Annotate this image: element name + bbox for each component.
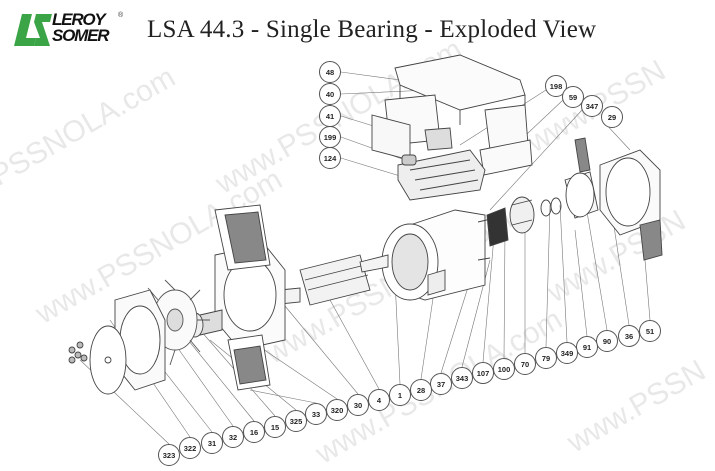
callout-4[interactable]: 4 xyxy=(368,389,390,411)
callout-349[interactable]: 349 xyxy=(556,342,578,364)
callout-29[interactable]: 29 xyxy=(601,106,623,128)
callout-79[interactable]: 79 xyxy=(535,347,557,369)
registered-mark: ® xyxy=(118,12,124,19)
callout-33[interactable]: 33 xyxy=(305,403,327,425)
callout-16[interactable]: 16 xyxy=(243,421,265,443)
callout-91[interactable]: 91 xyxy=(576,336,598,358)
callout-41[interactable]: 41 xyxy=(319,105,341,127)
callout-28[interactable]: 28 xyxy=(410,379,432,401)
callout-36[interactable]: 36 xyxy=(618,325,640,347)
callout-32[interactable]: 32 xyxy=(222,426,244,448)
callout-37[interactable]: 37 xyxy=(430,373,452,395)
callout-198[interactable]: 198 xyxy=(545,75,567,97)
callout-325[interactable]: 325 xyxy=(285,410,307,432)
callout-51[interactable]: 51 xyxy=(639,320,661,342)
page-title: LSA 44.3 - Single Bearing - Exploded Vie… xyxy=(147,16,597,43)
callout-320[interactable]: 320 xyxy=(326,399,348,421)
brand-line-1: LEROY xyxy=(52,10,106,29)
callout-90[interactable]: 90 xyxy=(596,330,618,352)
callout-322[interactable]: 322 xyxy=(179,437,201,459)
callout-70[interactable]: 70 xyxy=(514,353,536,375)
callout-100[interactable]: 100 xyxy=(493,358,515,380)
callout-347[interactable]: 347 xyxy=(581,95,603,117)
brand-line-2: SOMER xyxy=(52,26,110,45)
callout-343[interactable]: 343 xyxy=(451,367,473,389)
callout-31[interactable]: 31 xyxy=(201,432,223,454)
callout-30[interactable]: 30 xyxy=(347,394,369,416)
ls-logo-icon xyxy=(14,14,52,46)
callout-1[interactable]: 1 xyxy=(389,384,411,406)
callout-107[interactable]: 107 xyxy=(472,362,494,384)
header: LEROY SOMER ® LSA 44.3 - Single Bearing … xyxy=(0,0,715,56)
brand-name: LEROY SOMER xyxy=(52,10,110,45)
callout-124[interactable]: 124 xyxy=(319,147,341,169)
callout-15[interactable]: 15 xyxy=(264,416,286,438)
callout-48[interactable]: 48 xyxy=(319,61,341,83)
leroy-somer-logo: LEROY SOMER ® xyxy=(14,10,126,48)
callout-199[interactable]: 199 xyxy=(319,126,341,148)
callout-323[interactable]: 323 xyxy=(158,444,180,466)
callout-40[interactable]: 40 xyxy=(319,83,341,105)
